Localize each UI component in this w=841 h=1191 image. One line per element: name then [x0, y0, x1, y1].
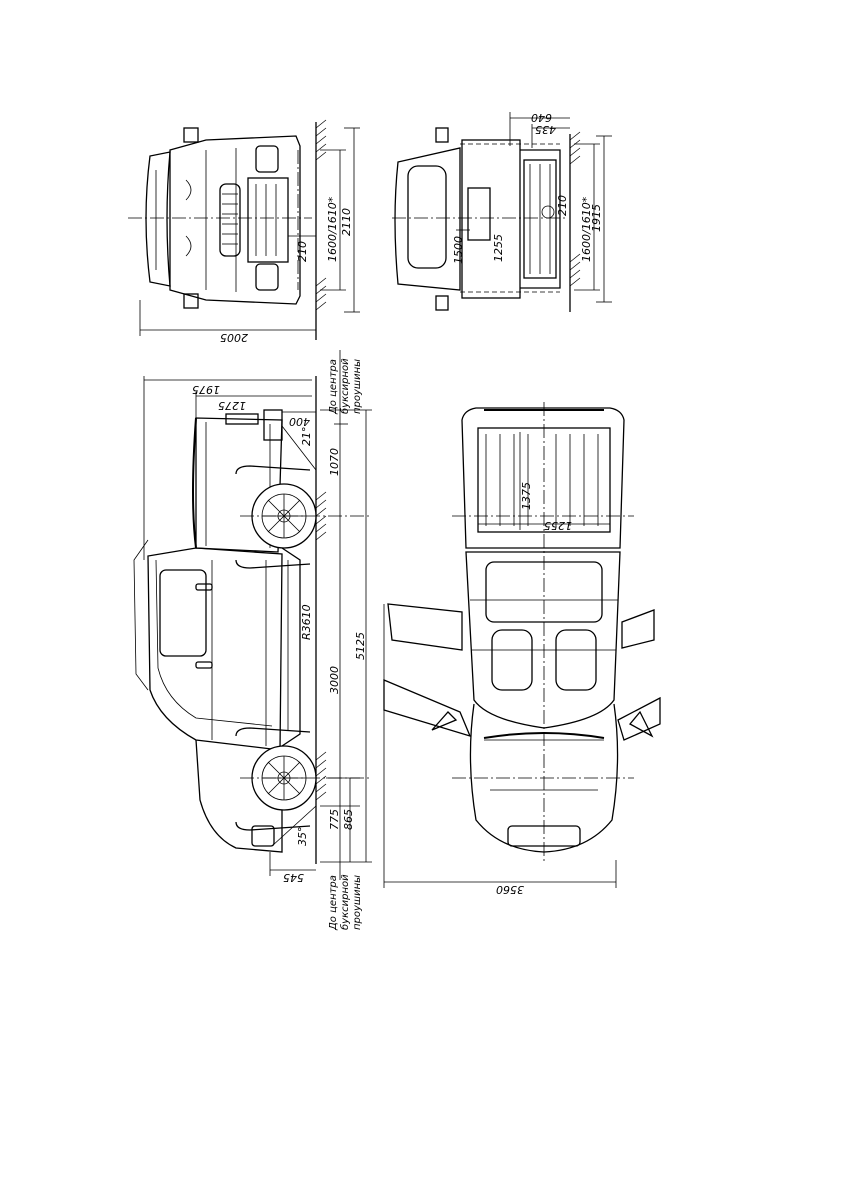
hitch-note-top: До центра буксирной проушины — [328, 358, 363, 415]
rear-view: 640 435 1600/1610* 1915 210 1500 1255 — [392, 111, 612, 312]
side-cab-length-label: 1975 — [192, 383, 220, 396]
top-view: 1375 1255 3560 — [384, 402, 660, 896]
side-front-bumper-label: 545 — [283, 871, 304, 884]
rear-bed-inner-label: 1255 — [492, 234, 505, 262]
rear-height-label: 1915 — [590, 204, 603, 232]
svg-text:буксирной: буксирной — [339, 358, 351, 414]
side-turning-radius-label: R3610 — [300, 604, 313, 640]
svg-text:буксирной: буксирной — [339, 874, 351, 930]
side-departure-angle-label: 21° — [300, 427, 313, 447]
rear-overhang-b-label: 435 — [535, 123, 556, 136]
rear-overhang-a-label: 640 — [531, 111, 552, 124]
rear-clearance-label: 210 — [556, 195, 569, 216]
side-axle-hitch-label: 1070 — [328, 448, 341, 476]
front-view: 1600/1610* 2110 210 2005 — [128, 120, 360, 344]
svg-text:проушины: проушины — [352, 359, 363, 414]
top-bed-length-label: 1375 — [520, 482, 533, 510]
front-height-label: 2110 — [340, 208, 353, 236]
top-bed-width-label: 1255 — [544, 519, 572, 532]
rear-bed-width-label: 1500 — [452, 236, 465, 264]
front-width-label: 2005 — [220, 331, 248, 344]
svg-text:До центра: До центра — [328, 875, 339, 931]
side-front-overhang-label: 865 — [342, 809, 355, 830]
front-clearance-label: 210 — [296, 241, 309, 262]
front-track-label: 1600/1610* — [326, 196, 339, 262]
side-view: 1975 1275 400 21° 1070 R3610 3000 5125 7… — [134, 350, 372, 931]
hitch-note-bottom: До центра буксирной проушины — [328, 874, 363, 931]
side-approach-angle-label: 35° — [296, 827, 309, 847]
side-overall-length-label: 5125 — [354, 632, 367, 660]
svg-text:До центра: До центра — [328, 359, 339, 415]
side-wheelbase-label: 3000 — [328, 666, 341, 694]
svg-text:проушины: проушины — [352, 875, 363, 930]
side-rear-overhang-label: 400 — [289, 415, 310, 428]
side-front-axle-label: 775 — [328, 809, 341, 830]
side-bed-length-label: 1275 — [218, 399, 246, 412]
top-width-open-label: 3560 — [496, 883, 524, 896]
